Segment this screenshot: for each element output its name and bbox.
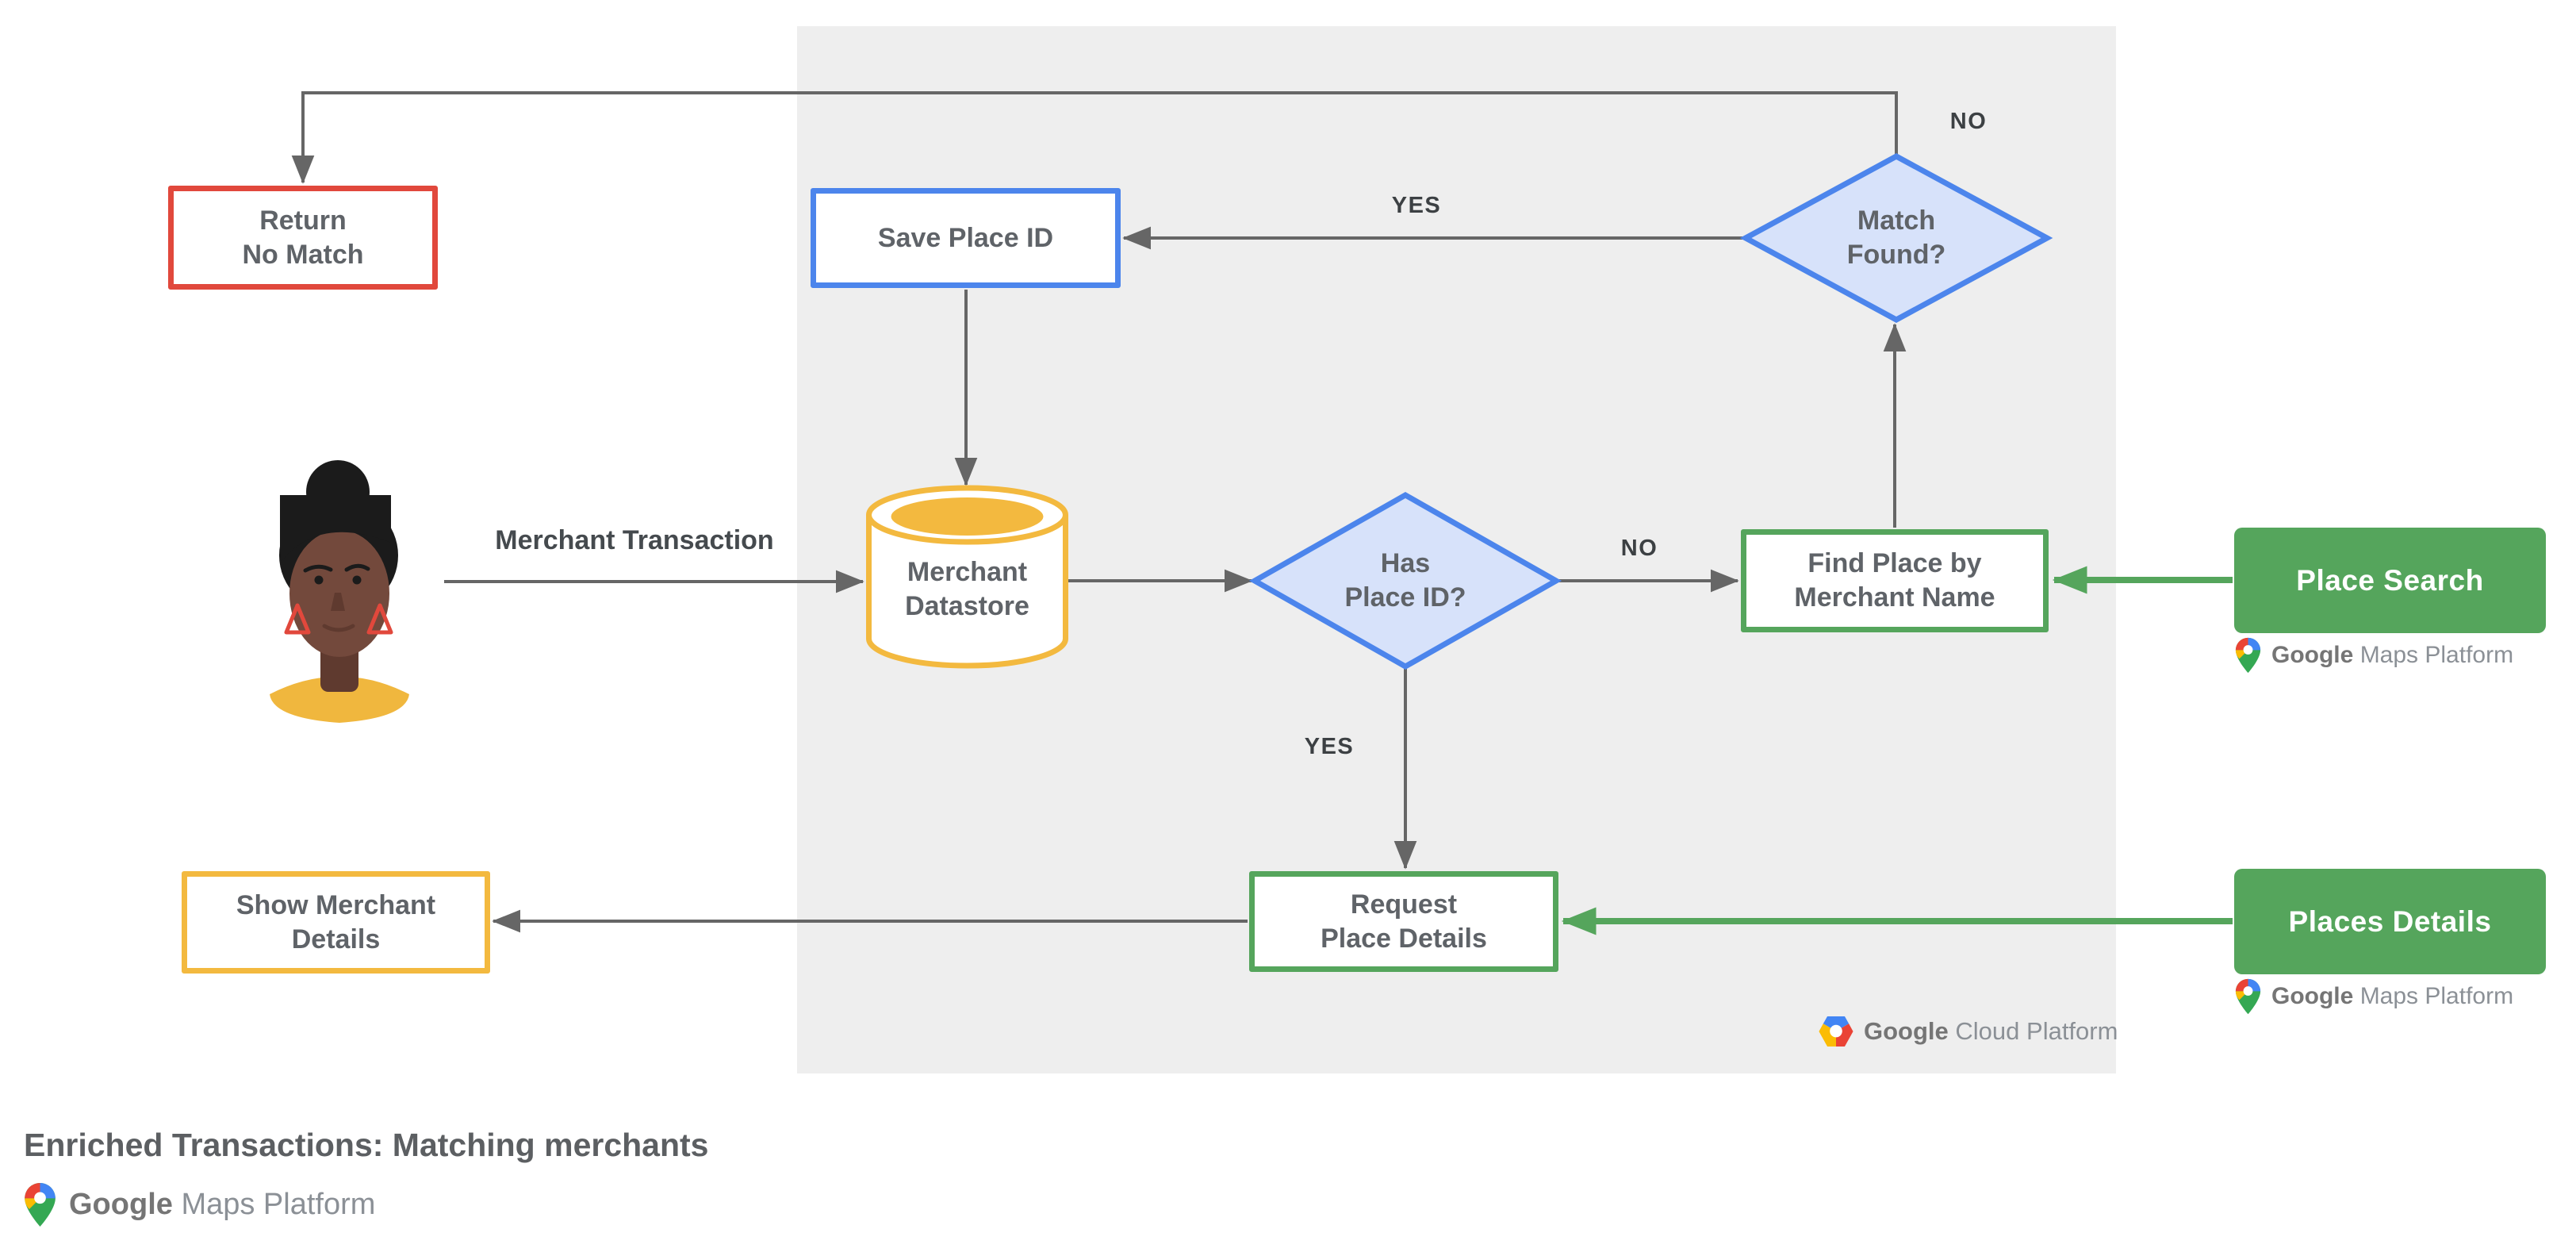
gcp-logo: Google Cloud Platform — [1818, 1016, 2118, 1047]
node-show-merchant-details: Show Merchant Details — [182, 871, 490, 974]
edge-matchfound-no — [291, 91, 1898, 184]
google-cloud-hexagon-icon — [1818, 1016, 1854, 1047]
diagram-title: Enriched Transactions: Matching merchant… — [24, 1127, 709, 1163]
gray-connectors — [291, 91, 1907, 933]
green-connectors — [1561, 566, 2233, 935]
earring-left — [284, 603, 311, 635]
datastore-cylinder — [866, 485, 1068, 669]
person-avatar — [270, 460, 409, 723]
gmp-product-wordmark: Maps Platform — [181, 1188, 376, 1221]
label-yes-match-found: YES — [1391, 193, 1442, 218]
gmp-logo-place-search: Google Maps Platform — [2235, 637, 2513, 674]
node-request-place-details: Request Place Details — [1249, 871, 1558, 972]
earring-right — [366, 603, 393, 635]
gmp-logo-footer: Google Maps Platform — [24, 1182, 375, 1227]
gmp-google-wordmark: Google — [2271, 642, 2354, 668]
google-maps-pin-icon — [2235, 978, 2261, 1015]
gmp-logo-places-details: Google Maps Platform — [2235, 978, 2513, 1015]
diamond-match-found — [1739, 153, 2053, 323]
google-maps-pin-icon — [24, 1182, 56, 1227]
place-search-api-badge: Place Search — [2234, 528, 2546, 633]
label-yes-has-place-id: YES — [1304, 734, 1355, 759]
node-save-place-id: Save Place ID — [811, 188, 1121, 288]
node-find-place-by-merchant-name: Find Place by Merchant Name — [1741, 529, 2049, 632]
gcp-google-wordmark: Google — [1864, 1017, 1949, 1045]
gcp-product-wordmark: Cloud Platform — [1955, 1017, 2118, 1045]
gmp-product-wordmark: Maps Platform — [2359, 983, 2514, 1009]
gmp-product-wordmark: Maps Platform — [2359, 642, 2514, 668]
gmp-google-wordmark: Google — [2271, 983, 2354, 1009]
label-no-match-found: NO — [1949, 109, 1988, 134]
google-maps-pin-icon — [2235, 637, 2261, 674]
gmp-google-wordmark: Google — [69, 1188, 173, 1221]
node-return-no-match: Return No Match — [168, 186, 438, 290]
places-details-api-badge: Places Details — [2234, 869, 2546, 974]
diamond-has-place-id — [1248, 491, 1562, 670]
label-merchant-transaction: Merchant Transaction — [495, 525, 774, 555]
label-no-has-place-id: NO — [1620, 536, 1658, 561]
